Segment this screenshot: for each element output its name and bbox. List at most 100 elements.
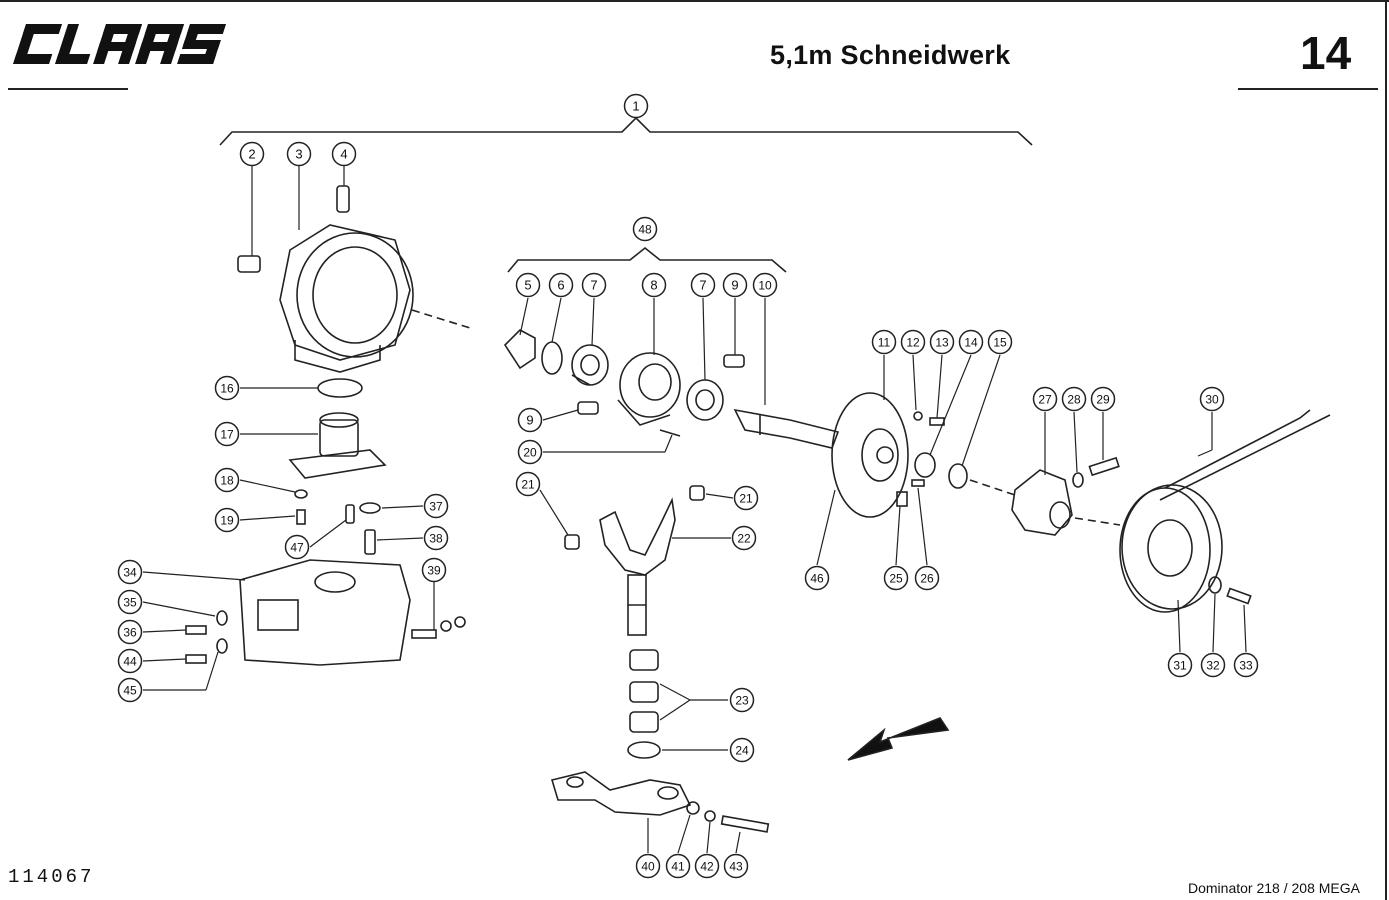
callout-circle [641,272,667,298]
part-callout: 27 [1032,386,1058,412]
part-callout: 30 [1199,386,1225,412]
bolt-33 [1226,587,1252,605]
part-callout: 1 [623,93,649,119]
part-number-label: 13 [935,336,949,350]
part-number-label: 28 [1067,393,1081,407]
part-number-label: 35 [123,596,137,610]
part-callout: 17 [214,421,240,447]
part-callout: 15 [987,329,1013,355]
bearing-7b [686,379,724,421]
pulley-30 [1119,409,1331,613]
callout-circle [214,467,240,493]
part-number-label: 48 [638,223,652,237]
part-number-label: 8 [650,278,657,293]
callout-circle [632,216,658,242]
drive-flange-11 [831,392,909,518]
callout-circle [214,507,240,533]
part-number-label: 34 [123,566,137,580]
callout-circle [900,329,926,355]
washer-18 [294,489,308,499]
callout-circle [914,565,940,591]
part-callout: 47 [284,534,310,560]
part-drawings [142,116,1331,854]
drive-fork-22 [599,497,676,636]
part-number-label: 36 [123,626,137,640]
callout-circle [723,853,749,879]
seal-24 [627,741,661,759]
part-callout: 19 [214,507,240,533]
claas-logo [13,24,227,64]
part-callout: 23 [729,687,755,713]
bolt-38 [364,529,376,555]
part-callout: 14 [958,329,984,355]
right-border [1385,0,1387,900]
part-callout: 40 [635,853,661,879]
part-number-label: 47 [290,541,304,555]
bolt-36 [185,625,207,635]
direction-arrow [847,717,950,761]
part-callout: 7 [690,272,716,298]
part-number-label: 22 [737,532,751,546]
callout-circle [752,272,778,298]
callout-circle [331,141,357,167]
part-number-label: 6 [557,278,564,293]
callout-circle [117,619,143,645]
callout-circle [1061,386,1087,412]
callout-circle [1090,386,1116,412]
part-callout: 32 [1200,652,1226,678]
part-number-label: 9 [526,413,533,428]
callout-circle [871,329,897,355]
part-callout: 25 [883,565,909,591]
part-number-label: 18 [220,474,234,488]
seal-15 [948,463,968,489]
part-number-label: 14 [964,336,978,350]
part-number-label: 41 [671,860,685,874]
callout-circle [214,375,240,401]
part-callout: 48 [632,216,658,242]
callout-circle [623,93,649,119]
part-callout: 43 [723,853,749,879]
part-callout: 13 [929,329,955,355]
leader-lines [142,166,1247,854]
part-callout: 6 [548,272,574,298]
part-callout: 7 [581,272,607,298]
part-number-label: 23 [735,694,749,708]
callout-circle [1032,386,1058,412]
nut-39b [454,616,466,628]
part-number-label: 10 [758,279,772,293]
part-number-label: 21 [521,478,535,492]
part-callout: 21 [515,471,541,497]
part-callout: 34 [117,559,143,585]
nut-41 [686,801,700,815]
bolt-29 [1088,456,1120,477]
part-callout: 36 [117,619,143,645]
part-callout: 9 [722,272,748,298]
callout-circle [804,565,830,591]
part-callout: 5 [515,272,541,298]
part-number-label: 45 [123,684,137,698]
bolt-43 [720,815,770,833]
part-number-label: 29 [1096,393,1110,407]
washer-37 [359,502,381,514]
part-callout: 24 [729,737,755,763]
bearing-7a [571,344,609,386]
part-number-label: 7 [699,278,706,293]
callout-circle [239,141,265,167]
callout-circle [987,329,1013,355]
grease-nipple-4 [336,185,350,213]
part-callout: 33 [1233,652,1259,678]
part-number-label: 5 [524,278,531,293]
circlip-6 [541,341,563,375]
shaft-10 [733,408,840,449]
part-callout: 29 [1090,386,1116,412]
part-callout: 22 [731,525,757,551]
callout-circle [883,565,909,591]
assembly-brace-1 [219,116,1033,146]
callout-circle [214,421,240,447]
bushing-21a [564,534,580,550]
page-title: 5,1m Schneidwerk [770,40,1011,70]
part-number-label: 38 [429,532,443,546]
callout-circle [117,589,143,615]
